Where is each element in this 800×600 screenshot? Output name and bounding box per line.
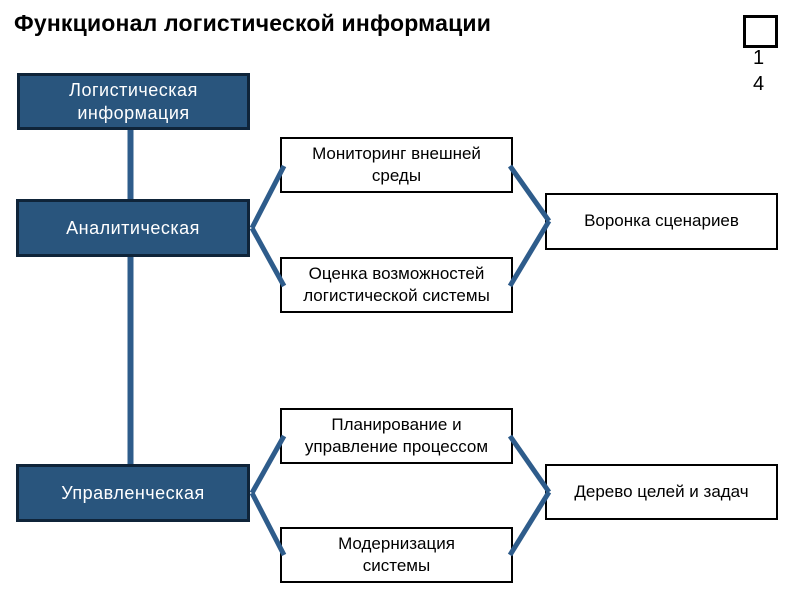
connector-monitoring-funnel (507, 164, 552, 223)
slide-title: Функционал логистической информации (14, 10, 492, 36)
connector-modernization-goals (507, 490, 552, 557)
connector-assessment-funnel (507, 219, 552, 288)
node-scenario-funnel: Воронка сценариев (545, 193, 778, 250)
node-managerial: Управленческая (16, 464, 250, 522)
node-monitoring-environment: Мониторинг внешней среды (280, 137, 513, 193)
page-number: 1 4 (753, 47, 765, 95)
node-system-modernization: Модернизация системы (280, 527, 513, 583)
connector-planning-goals (507, 434, 552, 494)
node-planning-process: Планирование и управление процессом (280, 408, 513, 464)
node-analytical: Аналитическая (16, 199, 250, 257)
page-number-box: 1 4 (743, 15, 778, 95)
node-goals-tree: Дерево целей и задач (545, 464, 778, 520)
node-capability-assessment: Оценка возможностей логистической систем… (280, 257, 513, 313)
node-logistic-information: Логистическая информация (17, 73, 250, 130)
